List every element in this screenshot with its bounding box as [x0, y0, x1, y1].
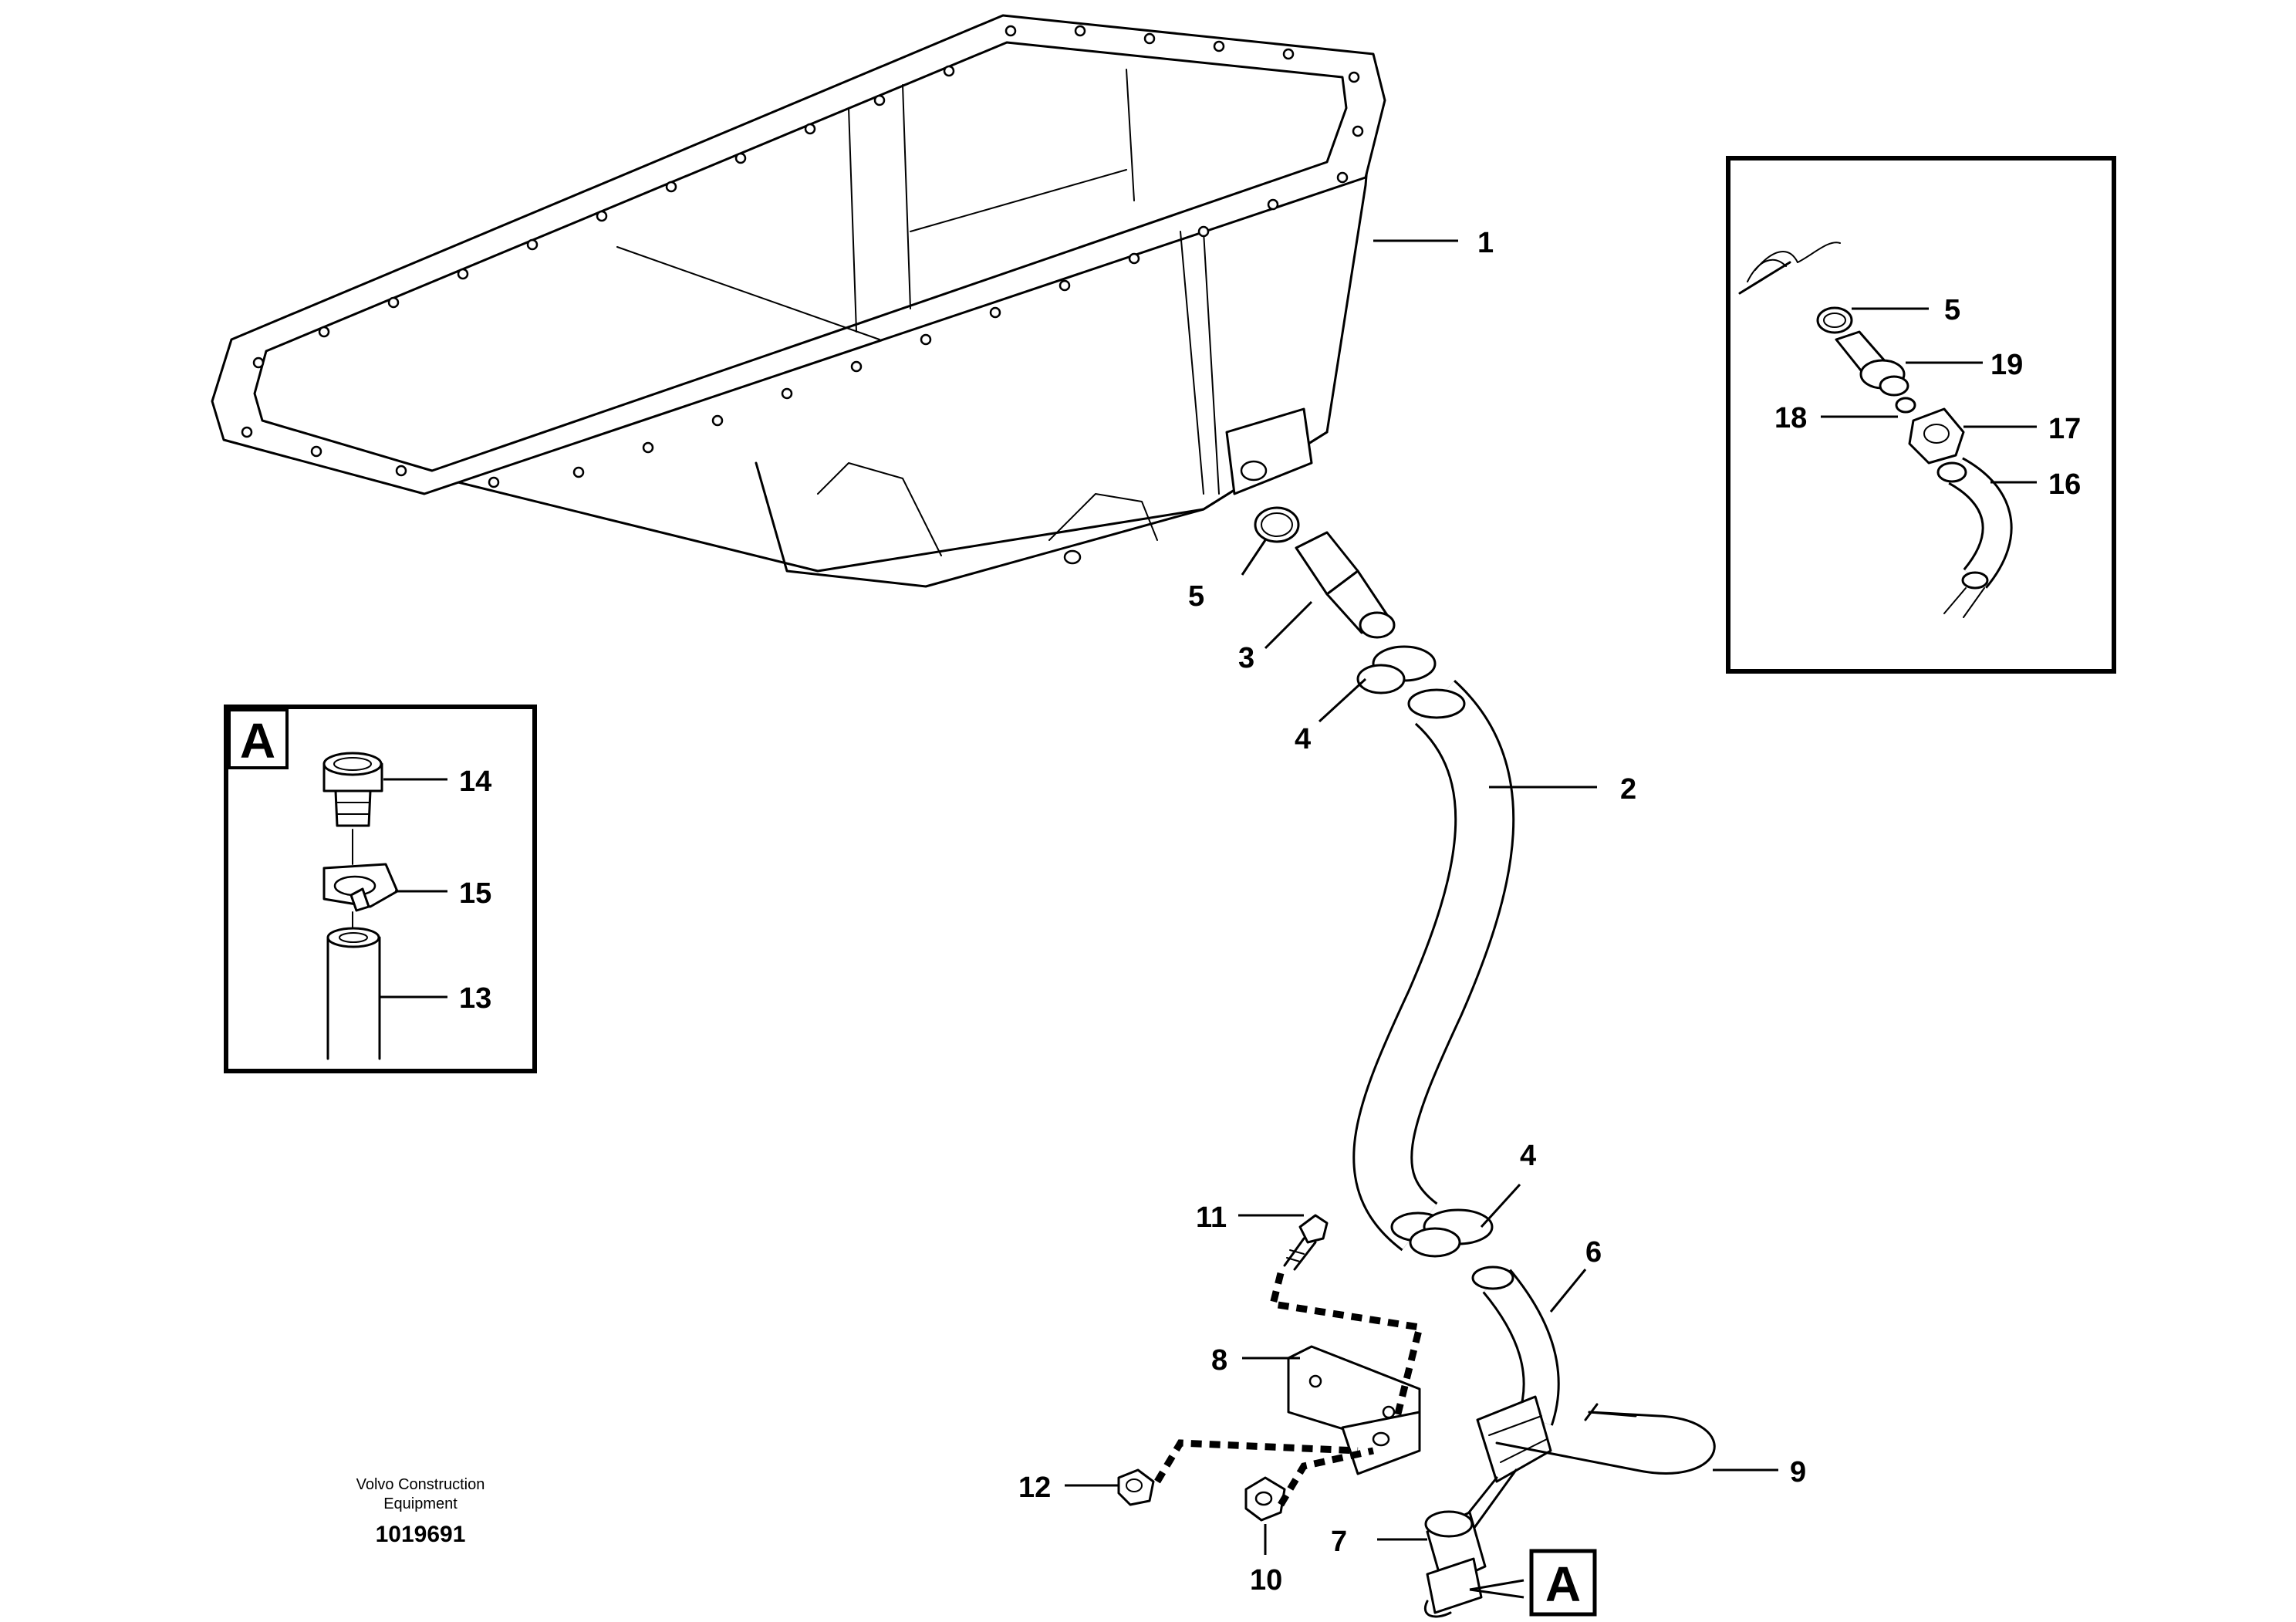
- callout-3: 3: [1238, 642, 1254, 674]
- callout-12: 12: [1018, 1472, 1051, 1504]
- mounting-bracket: [1242, 1345, 1421, 1475]
- drawing-number: 1019691: [376, 1522, 466, 1547]
- drain-valve: [1377, 1510, 1524, 1618]
- detail-reference-label: A: [1545, 1556, 1581, 1612]
- oil-pan: [211, 14, 1458, 588]
- callout-19: 19: [1990, 349, 2023, 381]
- detail-label: A: [240, 713, 275, 769]
- callout-inset-5: 5: [1944, 294, 1960, 326]
- hose-clamp-upper: [1318, 645, 1437, 723]
- callout-13: 13: [459, 982, 491, 1015]
- callout-4-upper: 4: [1295, 723, 1311, 755]
- assembly-lines: [1154, 1272, 1424, 1507]
- detail-reference-marker: A: [1529, 1549, 1597, 1617]
- callout-15: 15: [459, 877, 491, 910]
- callout-17: 17: [2048, 413, 2081, 445]
- company-name-line1: Volvo Construction: [356, 1476, 485, 1493]
- callout-10: 10: [1250, 1564, 1282, 1597]
- alternative-detail-inset: 5 19 18 17 16: [1726, 156, 2116, 674]
- flange-nut: [1065, 1468, 1155, 1506]
- oil-drain-hose: [1352, 680, 1597, 1252]
- callout-18: 18: [1774, 402, 1807, 434]
- hose-nipple: [322, 752, 447, 827]
- company-name-line2: Equipment: [383, 1495, 458, 1512]
- main-callouts: 1 2 3 4 5 4 6 7 8 9 10 11 12: [1018, 227, 1806, 1597]
- nut: [1244, 1476, 1286, 1555]
- hose-clamp-detail: [322, 863, 447, 912]
- callout-11: 11: [1196, 1201, 1227, 1234]
- pipe-bracket: [1495, 1403, 1778, 1475]
- nipple-fitting: [1264, 531, 1396, 650]
- callout-16: 16: [2048, 468, 2081, 501]
- footer: Volvo Construction Equipment 1019691: [356, 1476, 485, 1547]
- callout-6: 6: [1585, 1236, 1602, 1269]
- callout-2: 2: [1620, 773, 1636, 806]
- callout-7: 7: [1331, 1526, 1347, 1558]
- seal-ring: [1241, 506, 1300, 576]
- hose-detail: [326, 927, 447, 1060]
- hose-clamp-lower: [1409, 1183, 1521, 1258]
- callout-9: 9: [1790, 1456, 1806, 1489]
- callout-4-lower: 4: [1520, 1140, 1536, 1172]
- screw: [1238, 1214, 1329, 1271]
- callout-14: 14: [459, 765, 491, 798]
- callout-1: 1: [1477, 227, 1494, 259]
- callout-8: 8: [1211, 1344, 1227, 1377]
- detail-a-inset: A 14 15 13: [224, 705, 537, 1073]
- flange-bolt-holes: [241, 25, 1364, 488]
- drain-pipe: [1449, 1265, 1587, 1541]
- callout-5: 5: [1188, 580, 1204, 613]
